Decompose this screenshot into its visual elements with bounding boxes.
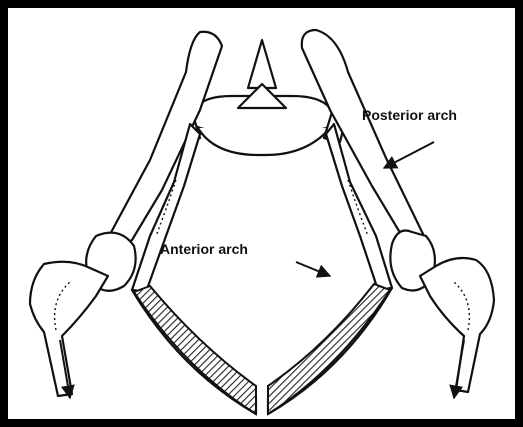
posterior-arch-label: Posterior arch	[362, 107, 457, 123]
anterior-arch-label: Anterior arch	[160, 241, 248, 257]
